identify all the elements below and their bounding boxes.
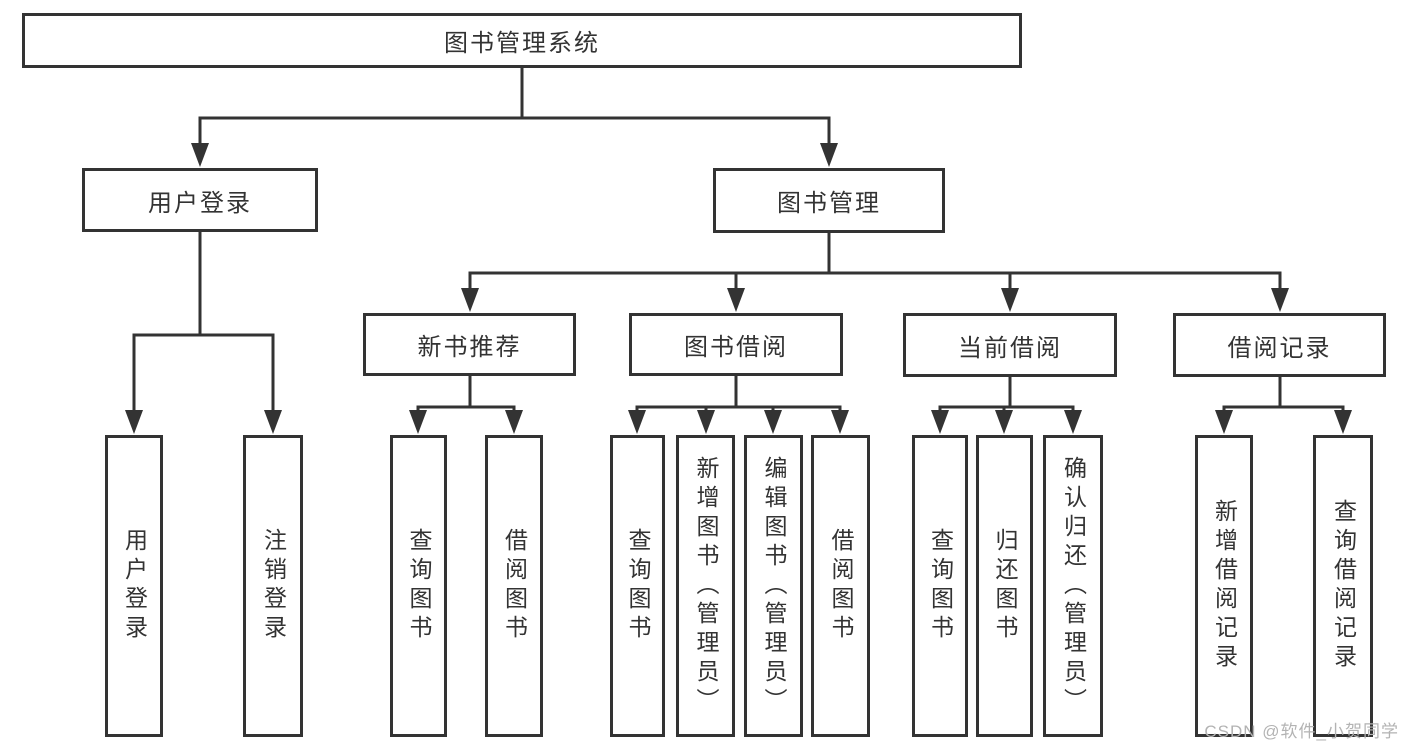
node-user-login: 用户登录 bbox=[82, 168, 318, 232]
leaf-user-login: 用户登录 bbox=[105, 435, 163, 737]
connector-arrowheads bbox=[125, 143, 1352, 434]
leaf-return-books: 归还图书 bbox=[976, 435, 1033, 737]
leaf-edit-books-admin: 编辑图书（管理员） bbox=[744, 435, 803, 737]
leaf-query-books-current: 查询图书 bbox=[912, 435, 968, 737]
node-current-borrowing: 当前借阅 bbox=[903, 313, 1117, 377]
node-book-management: 图书管理 bbox=[713, 168, 945, 233]
leaf-confirm-return-admin: 确认归还（管理员） bbox=[1043, 435, 1103, 737]
leaf-borrow-books-newbook: 借阅图书 bbox=[485, 435, 543, 737]
node-new-book-recommend: 新书推荐 bbox=[363, 313, 576, 376]
leaf-add-borrow-record: 新增借阅记录 bbox=[1195, 435, 1253, 737]
leaf-query-books-borrow: 查询图书 bbox=[610, 435, 665, 737]
leaf-borrow-books: 借阅图书 bbox=[811, 435, 870, 737]
leaf-logout: 注销登录 bbox=[243, 435, 303, 737]
csdn-watermark: CSDN @软件_小贺同学 bbox=[1204, 722, 1399, 741]
leaf-query-borrow-record: 查询借阅记录 bbox=[1313, 435, 1373, 737]
leaf-add-books-admin: 新增图书（管理员） bbox=[676, 435, 735, 737]
node-book-borrowing: 图书借阅 bbox=[629, 313, 843, 376]
node-borrowing-records: 借阅记录 bbox=[1173, 313, 1386, 377]
node-library-management-system: 图书管理系统 bbox=[22, 13, 1022, 68]
leaf-query-books-newbook: 查询图书 bbox=[390, 435, 447, 737]
